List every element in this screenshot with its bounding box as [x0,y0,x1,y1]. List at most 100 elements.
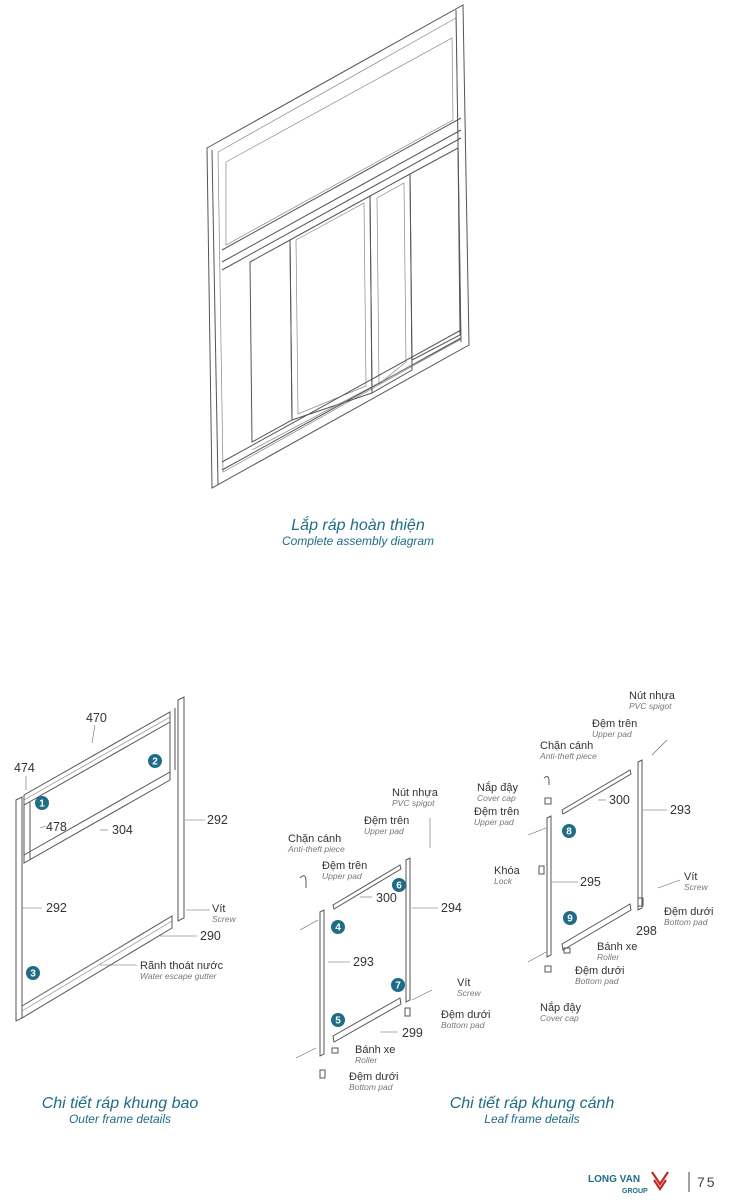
outer-frame-diagram [15,696,210,1022]
svg-text:2: 2 [152,757,158,768]
lr-bottom-pad2-vi: Đệm dưới [575,965,624,977]
lr-pvc-spigot-vi: Nút nhựa [629,690,676,702]
badge-8: 8 [562,824,576,838]
gutter-label-en: Water escape gutter [140,971,218,981]
leaf-frame-caption-vi: Chi tiết ráp khung cánh [450,1095,615,1112]
dim-298: 298 [636,924,657,938]
screw-label-vi: Vít [212,903,225,915]
leaf-right-edge [409,147,461,361]
svg-text:4: 4 [335,923,341,934]
leaf-frame-left-diagram [295,818,438,1079]
ll-anti-theft-en: Anti-theft piece [287,844,345,854]
page-number: 75 [697,1174,717,1190]
lr-cover-cap2-vi: Nắp đậy [540,1001,581,1014]
dim-304: 304 [112,823,133,837]
svg-text:8: 8 [566,827,572,838]
brand-group: GROUP [622,1188,648,1195]
leaf-right [369,173,413,394]
badge-5: 5 [331,1013,345,1027]
ll-roller-vi: Bánh xe [355,1044,395,1056]
lr-screw-vi: Vít [684,871,697,883]
lr-cover-cap-vi: Nắp đậy [477,781,518,794]
lr-screw-en: Screw [684,882,708,892]
leaf2-right-stile [637,759,643,911]
lr-cover-cap2-en: Cover cap [540,1013,579,1023]
lr-upper-pad2-vi: Đệm trên [474,806,519,818]
dim-294: 294 [441,901,462,915]
badge-2: 2 [148,754,162,768]
leaf-frame-right-diagram [527,739,681,973]
ll-screw-en: Screw [457,988,481,998]
lr-roller-en: Roller [597,952,620,962]
svg-text:9: 9 [567,914,573,925]
ll-pvc-spigot-vi: Nút nhựa [392,787,439,799]
svg-text:3: 3 [30,969,36,980]
badge-3: 3 [26,966,40,980]
brand-mark-icon [651,1171,669,1191]
lr-bottom-pad2-en: Bottom pad [575,976,619,986]
outer-frame-caption-en: Outer frame details [69,1112,171,1126]
lr-pvc-spigot-en: PVC spigot [629,701,672,711]
ll-anti-theft-vi: Chặn cánh [288,833,341,845]
dim-300-right: 300 [609,793,630,807]
outer-frame-outline [206,4,470,489]
ll-upper-pad-vi: Đệm trên [364,815,409,827]
dim-295: 295 [580,875,601,889]
badge-9: 9 [563,911,577,925]
dim-478: 478 [46,820,67,834]
gutter-label-vi: Rãnh thoát nước [140,960,224,972]
lr-upper-pad-en: Upper pad [592,729,632,739]
dim-293-left: 293 [353,955,374,969]
lr-lock-en: Lock [494,876,513,886]
ll-screw-vi: Vít [457,977,470,989]
brand-logo: LONG VAN GROUP [588,1171,669,1195]
dim-470: 470 [86,711,107,725]
leaf-bottom-rail [332,997,402,1043]
leaf-left-stile [319,909,325,1057]
transom-glass [225,37,454,246]
ll-bottom-pad2-vi: Đệm dưới [349,1071,398,1083]
leaf-top-rail [332,864,402,910]
dim-299: 299 [402,1026,423,1040]
leaf-frame-caption-en: Leaf frame details [484,1112,579,1126]
complete-assembly-diagram [206,4,470,489]
ll-bottom-pad-en: Bottom pad [441,1020,485,1030]
assembly-caption-vi: Lắp ráp hoàn thiện [291,515,425,534]
dim-293-right: 293 [670,803,691,817]
ll-pvc-spigot-en: PVC spigot [392,798,435,808]
dim-300-left: 300 [376,891,397,905]
lr-anti-theft-en: Anti-theft piece [539,751,597,761]
transom-rail [23,771,171,864]
dim-474: 474 [14,761,35,775]
assembly-caption-en: Complete assembly diagram [282,534,434,548]
outer-frame-caption-vi: Chi tiết ráp khung bao [42,1095,199,1112]
screw-label-en: Screw [212,914,236,924]
ll-bottom-pad2-en: Bottom pad [349,1082,393,1092]
ll-upper-pad2-en: Upper pad [322,871,362,881]
leaf-left-edge [249,239,293,443]
leaf2-left-stile [546,815,552,958]
lr-lock-vi: Khóa [494,865,521,877]
dim-290: 290 [200,929,221,943]
svg-text:5: 5 [335,1016,341,1027]
badge-7: 7 [391,978,405,992]
badge-1: 1 [35,796,49,810]
badge-4: 4 [331,920,345,934]
lr-bottom-pad-vi: Đệm dưới [664,906,713,918]
leaf2-bottom-rail [561,903,632,951]
brand-name: LONG VAN [588,1174,640,1185]
leaf2-top-rail [561,769,632,815]
ll-upper-pad-en: Upper pad [364,826,404,836]
lr-roller-vi: Bánh xe [597,941,637,953]
lr-cover-cap-en: Cover cap [477,793,516,803]
ll-roller-en: Roller [355,1055,378,1065]
lr-upper-pad-vi: Đệm trên [592,718,637,730]
svg-text:6: 6 [396,881,402,892]
ll-bottom-pad-vi: Đệm dưới [441,1009,490,1021]
leaf-right-stile [405,857,411,1003]
left-jamb [15,796,23,1022]
dim-292-right: 292 [207,813,228,827]
svg-text:1: 1 [39,799,45,810]
lr-upper-pad2-en: Upper pad [474,817,514,827]
